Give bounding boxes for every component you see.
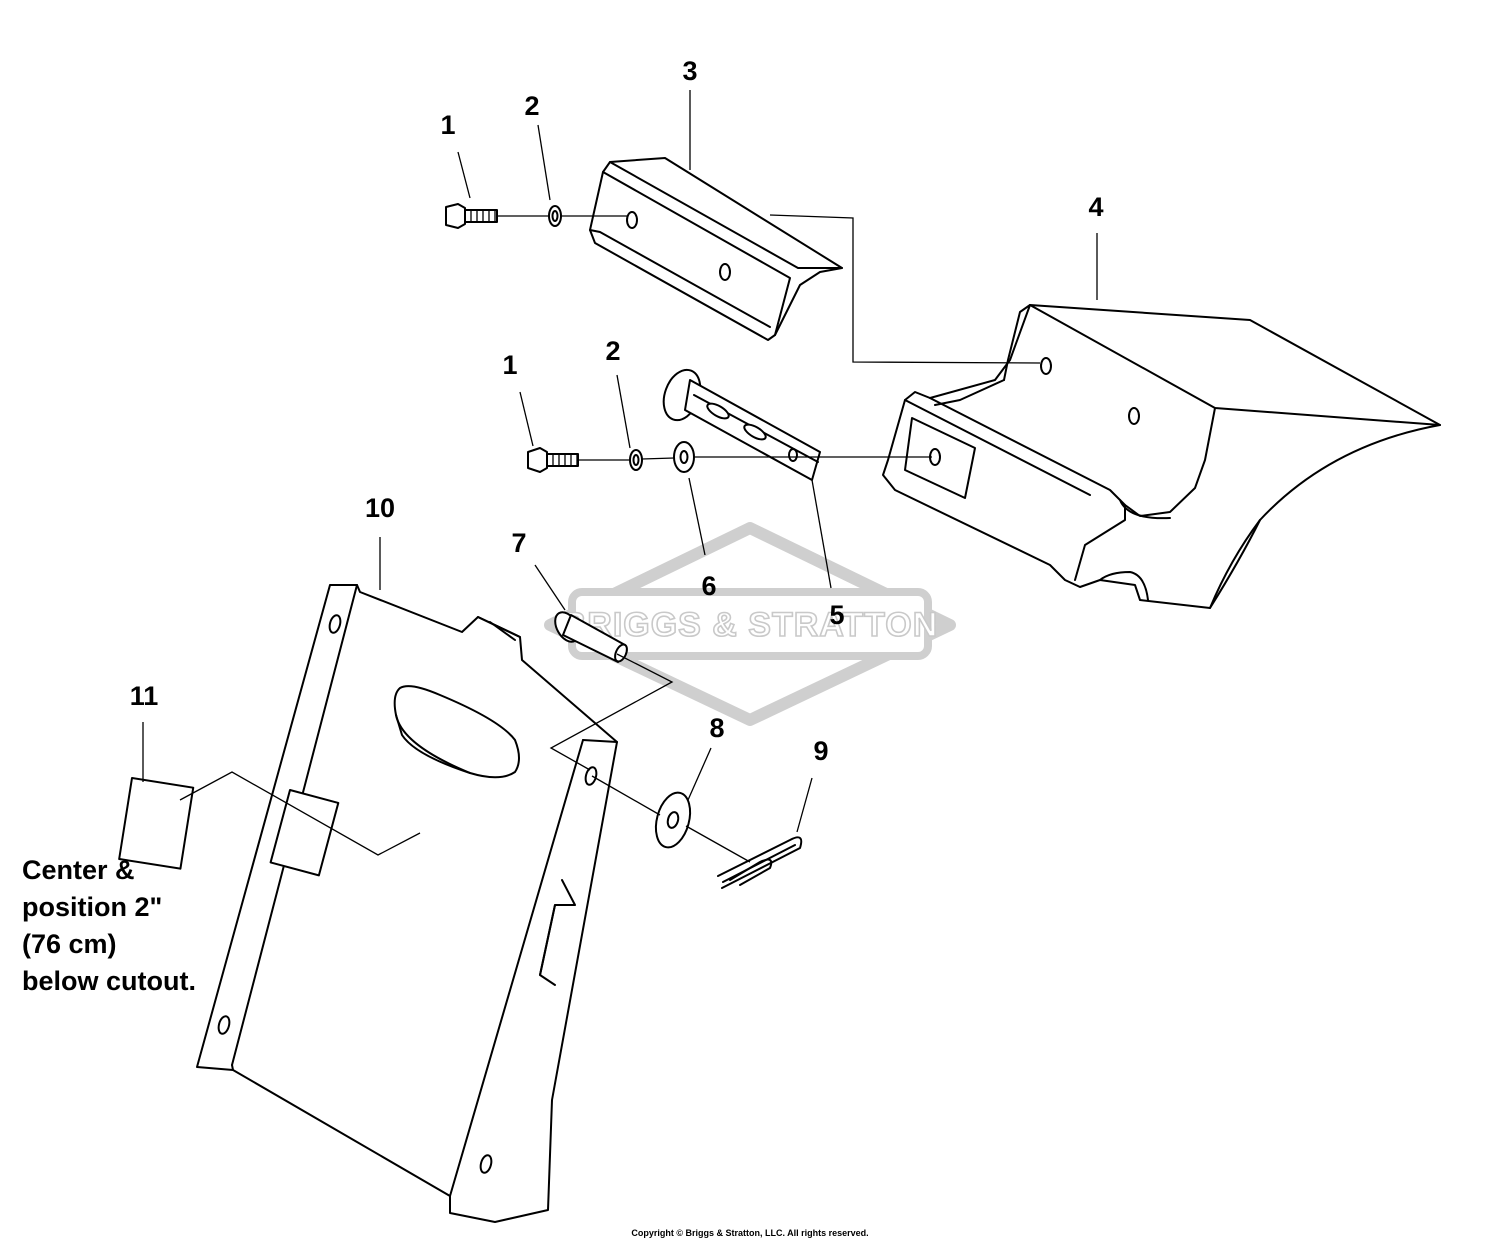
- watermark-logo: BRIGGS & STRATTON: [544, 522, 956, 726]
- part-8-washer: [654, 791, 692, 849]
- part-3-bracket: [589, 157, 843, 341]
- assembly-line: [578, 456, 932, 461]
- watermark-text: BRIGGS & STRATTON: [562, 606, 939, 644]
- callout-5: 5: [829, 600, 844, 630]
- installation-note: Center & position 2" (76 cm) below cutou…: [22, 852, 282, 1000]
- lock-washer-2b: [629, 449, 643, 471]
- callout-8: 8: [709, 713, 724, 743]
- note-line: below cutout.: [22, 966, 196, 996]
- callout-6: 6: [701, 571, 716, 601]
- part-9-hairpin: [717, 836, 803, 889]
- callout-1b: 1: [502, 350, 517, 380]
- lock-washer-2a: [548, 205, 562, 227]
- bolt-1a: [445, 203, 498, 229]
- callout-3: 3: [682, 56, 697, 86]
- note-line: (76 cm): [22, 929, 117, 959]
- washer-6: [673, 441, 695, 473]
- assembly-line: [179, 771, 421, 856]
- note-line: position 2": [22, 892, 163, 922]
- part-11-decal: [118, 777, 195, 870]
- bolt-1b: [527, 447, 579, 473]
- part-10-plate: [196, 584, 618, 1223]
- callout-11: 11: [130, 681, 159, 711]
- callout-2b: 2: [605, 336, 620, 366]
- callout-7: 7: [511, 528, 526, 558]
- callout-10: 10: [365, 493, 395, 523]
- chute-hole: [1040, 357, 1052, 375]
- chute-hole: [1128, 407, 1140, 425]
- copyright-notice: Copyright © Briggs & Stratton, LLC. All …: [631, 1228, 869, 1238]
- assembly-line: [549, 653, 674, 771]
- assembly-line: [769, 214, 1041, 364]
- callout-2a: 2: [524, 91, 539, 121]
- callout-9: 9: [813, 736, 828, 766]
- part-4-chute: [882, 304, 1441, 609]
- assembly-line: [591, 775, 751, 863]
- bracket-hole: [626, 211, 638, 229]
- bracket-hole: [719, 263, 731, 281]
- note-line: Center &: [22, 855, 135, 885]
- callout-1a: 1: [440, 110, 455, 140]
- leader-lines: [142, 90, 1098, 833]
- callout-4: 4: [1088, 192, 1103, 222]
